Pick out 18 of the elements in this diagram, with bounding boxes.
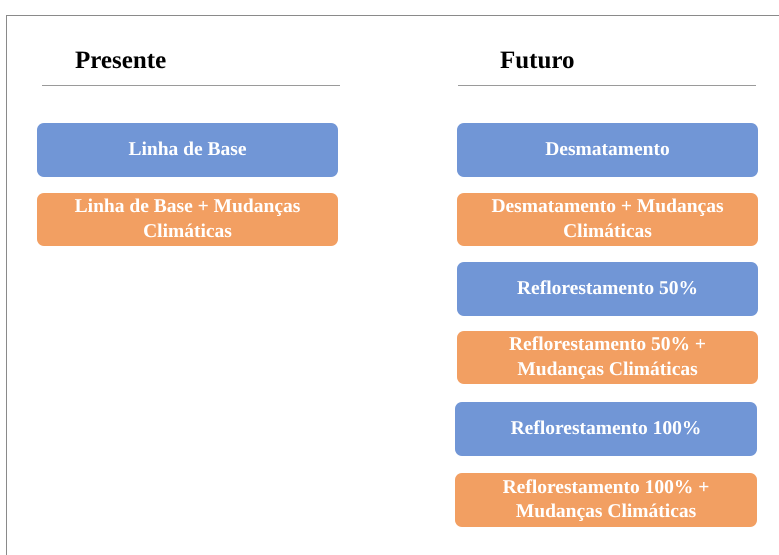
scenario-box [37,193,338,246]
scenario-label: Reflorestamento 100% [510,416,702,441]
scenario-box [457,262,758,316]
column-heading: Presente [75,47,166,75]
scenario-label: Reflorestamento 50% [516,276,698,301]
scenario-box [455,473,757,527]
scenario-box [455,402,757,456]
scenario-label: Desmatamento + Mudanças Climáticas [490,195,725,244]
scenario-box [457,123,758,177]
scenario-label: Linha de Base [128,138,247,162]
scenario-label: Reflorestamento 50% + Mudanças Climáticas [508,333,708,382]
scenario-box [37,123,338,177]
scenario-label: Reflorestamento 100% + Mudanças Climáticas [502,476,710,524]
scenario-box [457,331,758,384]
column-heading: Futuro [500,47,575,75]
scenario-label: Linha de Base + Mudanças Climáticas [74,195,302,244]
scenario-label: Desmatamento [545,138,670,162]
scenario-box [457,193,758,246]
